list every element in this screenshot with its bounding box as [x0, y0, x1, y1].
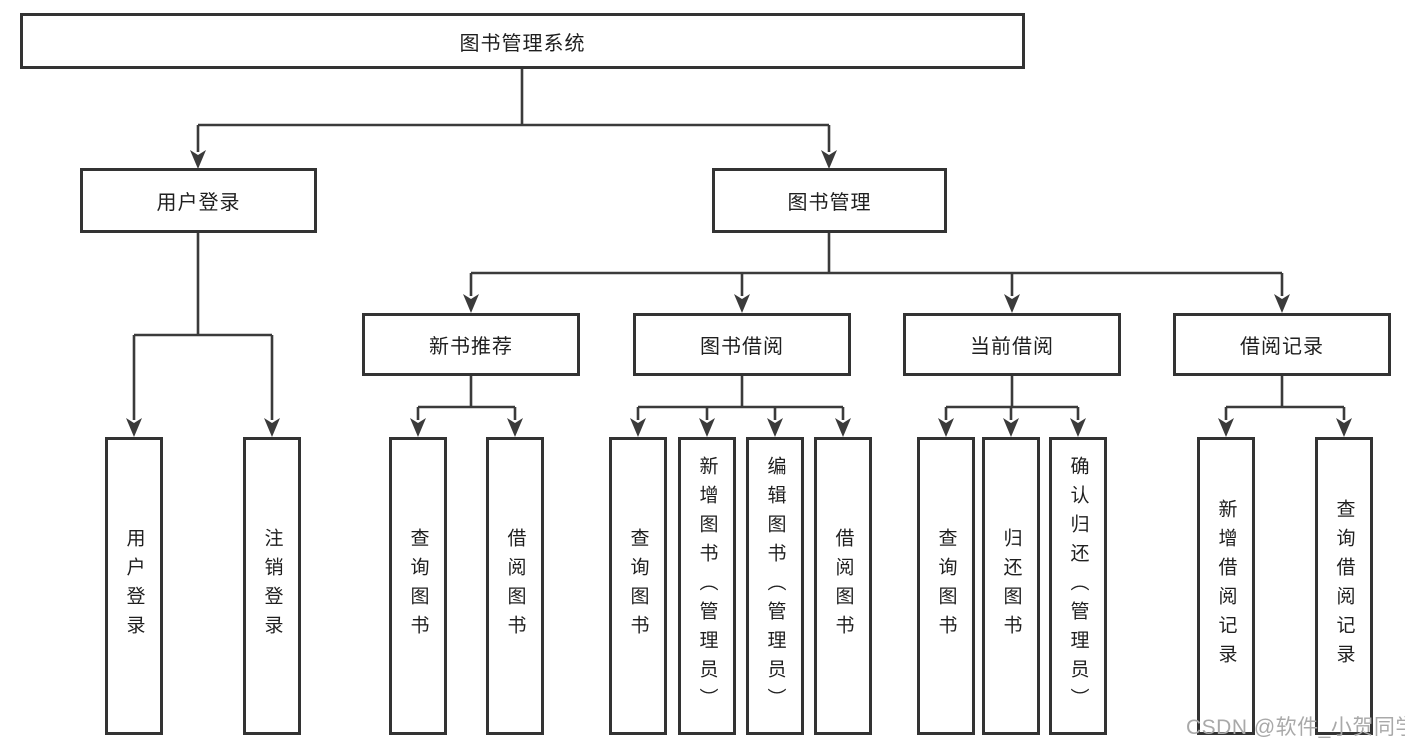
node-book-management: 图书管理	[712, 168, 947, 233]
node-root-label: 图书管理系统	[459, 32, 586, 55]
leaf-bookborrow-edit-book-admin: 编辑图书（管理员）	[746, 437, 804, 735]
node-current-borrow-label: 当前借阅	[970, 336, 1054, 358]
leaf-currentborrow-query-book-label: 查询图书	[935, 528, 957, 644]
leaf-bookborrow-add-book-admin: 新增图书（管理员）	[678, 437, 736, 735]
leaf-newbooks-borrow-book-label: 借阅图书	[504, 528, 526, 644]
leaf-bookborrow-borrow-book: 借阅图书	[814, 437, 872, 735]
node-user-login-label: 用户登录	[156, 192, 241, 214]
node-root-system: 图书管理系统	[20, 13, 1025, 69]
node-borrow-records-label: 借阅记录	[1240, 336, 1324, 358]
leaf-bookborrow-query-book: 查询图书	[609, 437, 667, 735]
leaf-newbooks-query-book: 查询图书	[389, 437, 447, 735]
leaf-records-query-borrow-record-label: 查询借阅记录	[1333, 499, 1355, 673]
leaf-bookborrow-add-book-admin-label: 新增图书（管理员）	[696, 455, 718, 717]
node-book-management-label: 图书管理	[787, 192, 872, 214]
node-book-borrow: 图书借阅	[633, 313, 851, 376]
node-book-borrow-label: 图书借阅	[700, 336, 784, 358]
node-user-login: 用户登录	[80, 168, 317, 233]
leaf-logout-login: 注销登录	[243, 437, 301, 735]
node-new-book-recommend-label: 新书推荐	[429, 336, 513, 358]
leaf-user-login-label: 用户登录	[123, 528, 145, 644]
leaf-records-add-borrow-record: 新增借阅记录	[1197, 437, 1255, 735]
leaf-newbooks-query-book-label: 查询图书	[407, 528, 429, 644]
leaf-newbooks-borrow-book: 借阅图书	[486, 437, 544, 735]
leaf-logout-login-label: 注销登录	[261, 528, 283, 644]
node-new-book-recommend: 新书推荐	[362, 313, 580, 376]
leaf-records-add-borrow-record-label: 新增借阅记录	[1215, 499, 1237, 673]
leaf-bookborrow-query-book-label: 查询图书	[627, 528, 649, 644]
leaf-currentborrow-return-book: 归还图书	[982, 437, 1040, 735]
csdn-watermark: CSDN @软件_小贺同学	[1186, 716, 1405, 739]
node-current-borrow: 当前借阅	[903, 313, 1121, 376]
leaf-user-login: 用户登录	[105, 437, 163, 735]
leaf-records-query-borrow-record: 查询借阅记录	[1315, 437, 1373, 735]
leaf-currentborrow-confirm-return-admin-label: 确认归还（管理员）	[1067, 455, 1089, 717]
leaf-currentborrow-return-book-label: 归还图书	[1000, 528, 1022, 644]
leaf-currentborrow-query-book: 查询图书	[917, 437, 975, 735]
leaf-bookborrow-borrow-book-label: 借阅图书	[832, 528, 854, 644]
leaf-bookborrow-edit-book-admin-label: 编辑图书（管理员）	[764, 455, 786, 717]
node-borrow-records: 借阅记录	[1173, 313, 1391, 376]
leaf-currentborrow-confirm-return-admin: 确认归还（管理员）	[1049, 437, 1107, 735]
